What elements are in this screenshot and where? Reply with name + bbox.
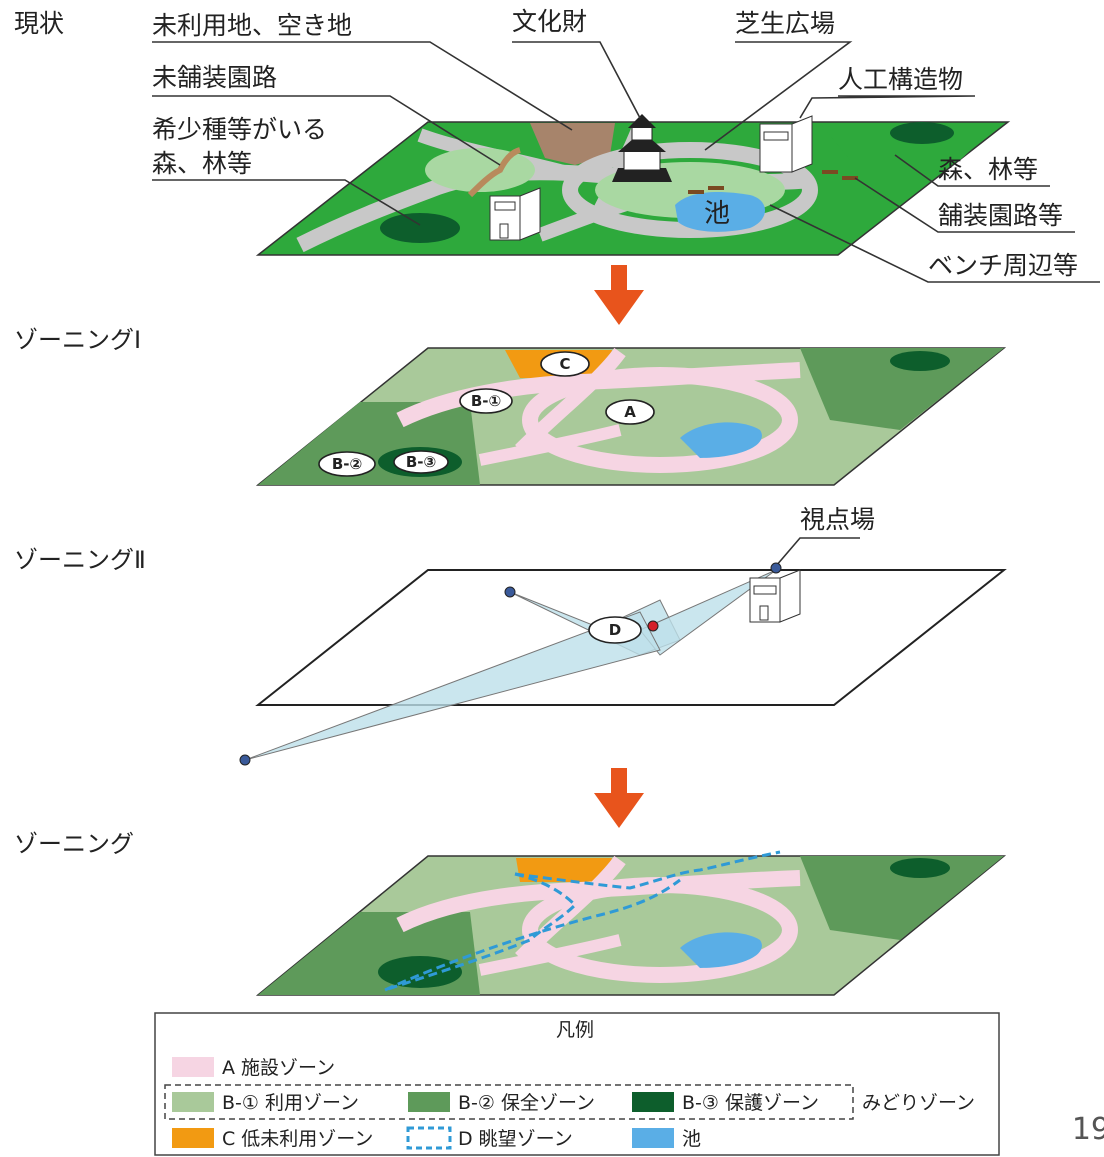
legend-pond: 池	[682, 1128, 701, 1150]
svg-text:C: C	[559, 355, 570, 373]
callout-paved: 舗装園路等	[938, 201, 1063, 230]
down-arrow-icon	[594, 768, 644, 828]
callout-cultural: 文化財	[512, 7, 587, 36]
legend-b2: B-② 保全ゾーン	[458, 1092, 595, 1114]
zoning-plane	[255, 850, 1007, 996]
stage-zoning2-label: ゾーニングⅡ	[14, 546, 146, 574]
callout-viewpoint: 視点場	[800, 505, 875, 534]
zone-tag-b2: B-②	[318, 451, 376, 477]
legend-title: 凡例	[556, 1019, 594, 1041]
legend-b3: B-③ 保護ゾーン	[682, 1092, 819, 1114]
zoning2-plane	[239, 562, 1007, 766]
callout-structure: 人工構造物	[838, 65, 963, 94]
legend-swatch-b1	[172, 1092, 214, 1112]
legend-swatch-b2	[408, 1092, 450, 1112]
callout-pond: 池	[704, 199, 730, 229]
zone-tag-b1: B-①	[459, 388, 513, 414]
castle-icon	[612, 114, 672, 182]
building-icon	[489, 187, 541, 241]
building-icon	[759, 115, 813, 173]
callout-unused-land: 未利用地、空き地	[152, 11, 352, 40]
legend-swatch-a	[172, 1057, 214, 1077]
zone-tag-c: C	[540, 351, 590, 377]
legend-green-group: みどりゾーン	[862, 1092, 975, 1114]
current-plane	[255, 114, 1011, 256]
legend: 凡例 A 施設ゾーン B-① 利用ゾーン B-② 保全ゾーン B-③ 保護ゾーン…	[154, 1012, 1000, 1156]
legend-swatch-c	[172, 1128, 214, 1148]
zone-tag-a: A	[605, 399, 655, 425]
legend-swatch-d	[406, 1126, 452, 1150]
callout-lines	[152, 41, 1100, 567]
callout-bench: ベンチ周辺等	[928, 251, 1078, 280]
green-zone-group-box	[164, 1084, 854, 1120]
stage-zoning-label: ゾーニング	[14, 830, 134, 858]
legend-a: A 施設ゾーン	[222, 1057, 335, 1079]
svg-text:D: D	[609, 621, 621, 639]
svg-text:B-①: B-①	[471, 392, 501, 410]
legend-d: D 眺望ゾーン	[458, 1128, 573, 1150]
legend-b1: B-① 利用ゾーン	[222, 1092, 359, 1114]
stage-zoning1-label: ゾーニングⅠ	[14, 326, 141, 354]
legend-swatch-pond	[632, 1128, 674, 1148]
callout-lawn: 芝生広場	[735, 9, 835, 38]
page-number: 19	[1071, 1112, 1104, 1147]
callout-rare-forest-1: 希少種等がいる	[152, 115, 327, 144]
callout-unpaved: 未舗装園路	[152, 63, 277, 92]
callout-rare-forest-2: 森、林等	[152, 149, 252, 178]
zone-tag-b3: B-③	[393, 450, 449, 474]
stage-current-label: 現状	[14, 9, 64, 38]
legend-c: C 低未利用ゾーン	[222, 1128, 373, 1150]
svg-text:A: A	[624, 403, 636, 421]
legend-swatch-b3	[632, 1092, 674, 1112]
svg-text:B-③: B-③	[406, 453, 436, 471]
down-arrow-icon	[594, 265, 644, 325]
callout-forest: 森、林等	[938, 155, 1038, 184]
building-icon	[749, 569, 801, 623]
bench-icon	[688, 170, 858, 194]
zone-tag-d: D	[588, 616, 642, 644]
svg-text:B-②: B-②	[332, 455, 362, 473]
